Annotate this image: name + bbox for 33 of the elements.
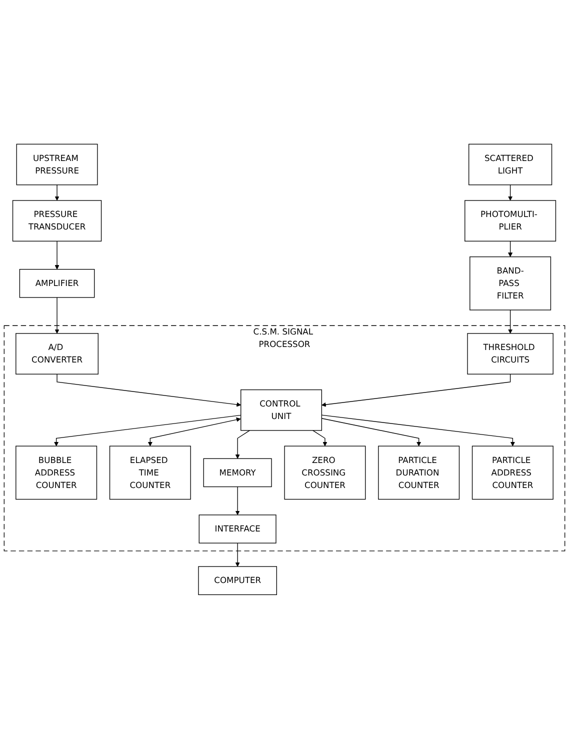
arrow <box>508 184 513 201</box>
node-box: MEMORY <box>203 458 272 488</box>
arrow <box>235 542 240 567</box>
node-box: A/D CONVERTER <box>16 333 98 375</box>
arrow <box>321 374 511 407</box>
node-box: UPSTREAM PRESSURE <box>16 144 98 186</box>
node-box: PHOTOMULTI- PLIER <box>464 200 556 242</box>
node-box: PRESSURE TRANSDUCER <box>12 200 102 242</box>
node-box: COMPUTER <box>198 566 277 596</box>
node-box: ELAPSED TIME COUNTER <box>109 446 191 500</box>
arrow <box>321 414 515 446</box>
arrow <box>235 486 240 516</box>
node-box: PARTICLE ADDRESS COUNTER <box>472 446 554 500</box>
arrow <box>312 430 328 446</box>
node-box: PARTICLE DURATION COUNTER <box>378 446 460 500</box>
arrow <box>235 430 250 459</box>
node-box: THRESHOLD CIRCUITS <box>467 333 554 375</box>
arrow <box>508 240 513 258</box>
arrow <box>54 240 60 270</box>
arrow <box>321 418 422 446</box>
node-box: BAND-PASS FILTER <box>470 256 552 310</box>
arrow <box>54 297 60 334</box>
node-box: INTERFACE <box>198 514 276 544</box>
node-box: CONTROL UNIT <box>240 390 322 431</box>
node-box: ZERO CROSSING COUNTER <box>284 446 366 500</box>
arrow <box>148 418 241 446</box>
node-box: AMPLIFIER <box>19 269 95 298</box>
arrow <box>508 310 513 334</box>
node-box: SCATTERED LIGHT <box>468 144 552 186</box>
arrow <box>54 414 242 446</box>
node-box: BUBBLE ADDRESS COUNTER <box>16 446 98 500</box>
arrow <box>54 184 60 201</box>
arrow <box>56 374 242 407</box>
